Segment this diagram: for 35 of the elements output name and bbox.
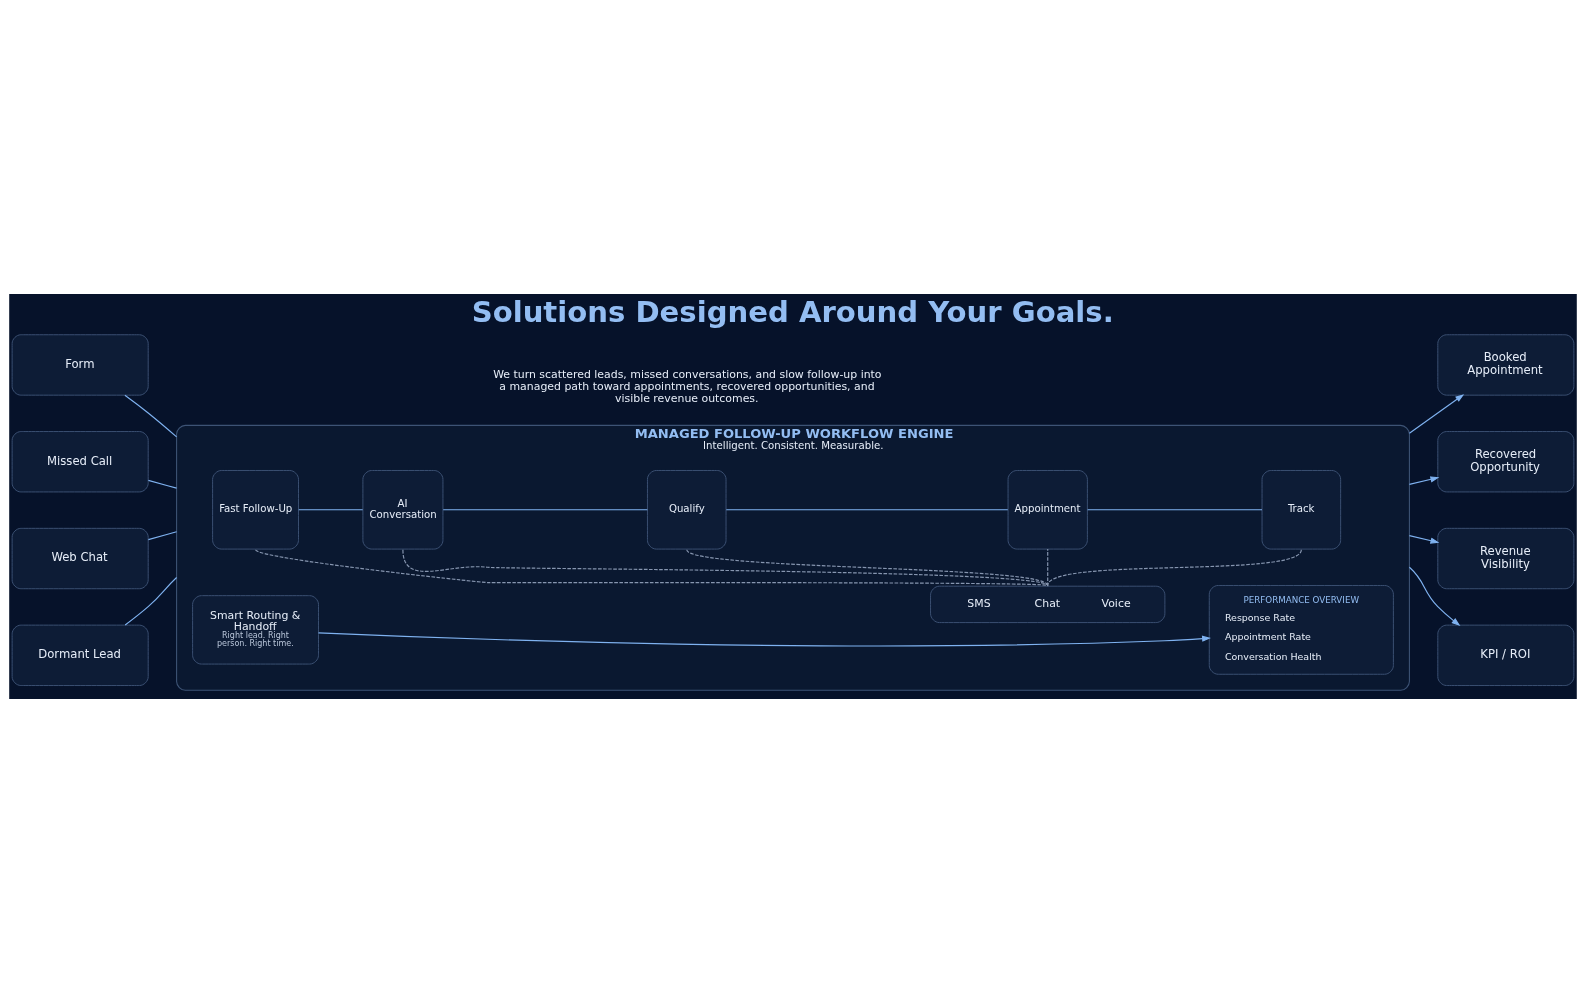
connector: [124, 576, 178, 625]
node-box: Web Chat: [11, 527, 149, 589]
arrow: [1408, 566, 1461, 626]
arrow: [1408, 475, 1440, 485]
node-box: KPI / ROI: [1437, 624, 1575, 686]
connector: [1087, 508, 1263, 510]
node-box: Missed Call: [11, 430, 149, 492]
connector: [686, 548, 1049, 586]
arrow: [1408, 534, 1440, 544]
connector: [725, 508, 1009, 510]
node-box: PERFORMANCE OVERVIEW Response Rate Appointment Rate Conversation Health: [1208, 584, 1394, 675]
connector: [298, 508, 364, 510]
node-box: Appointment: [1007, 469, 1088, 550]
node-box: Revenue Visibility: [1437, 527, 1575, 589]
arrow: [1408, 393, 1465, 434]
connector: [1047, 548, 1302, 586]
diagram-title: Solutions Designed Around Your Goals.: [471, 294, 1114, 329]
node-box: Qualify: [646, 469, 727, 550]
connector: [124, 394, 178, 437]
node-box: SMS Chat Voice: [930, 585, 1166, 623]
node-box: Dormant Lead: [11, 624, 149, 686]
connector: [254, 548, 1049, 586]
connector: [402, 548, 1049, 586]
node-box: Recovered Opportunity: [1437, 430, 1575, 492]
label: We turn scattered leads, missed conversations, and slow follow-up into a managed path toward appointments, recovered opportunities, and visible revenue outcomes.: [493, 367, 882, 405]
arrow: [317, 631, 1211, 646]
node-box: Fast Follow-Up: [212, 469, 299, 550]
node-box: Track: [1261, 469, 1342, 550]
node-box: AI Conversation: [362, 469, 444, 550]
connector: [1047, 548, 1049, 587]
node-box: Form: [11, 333, 149, 396]
connector: [442, 508, 648, 510]
node-box: Booked Appointment: [1437, 333, 1575, 396]
connector: [147, 530, 178, 540]
connector: [147, 479, 178, 489]
